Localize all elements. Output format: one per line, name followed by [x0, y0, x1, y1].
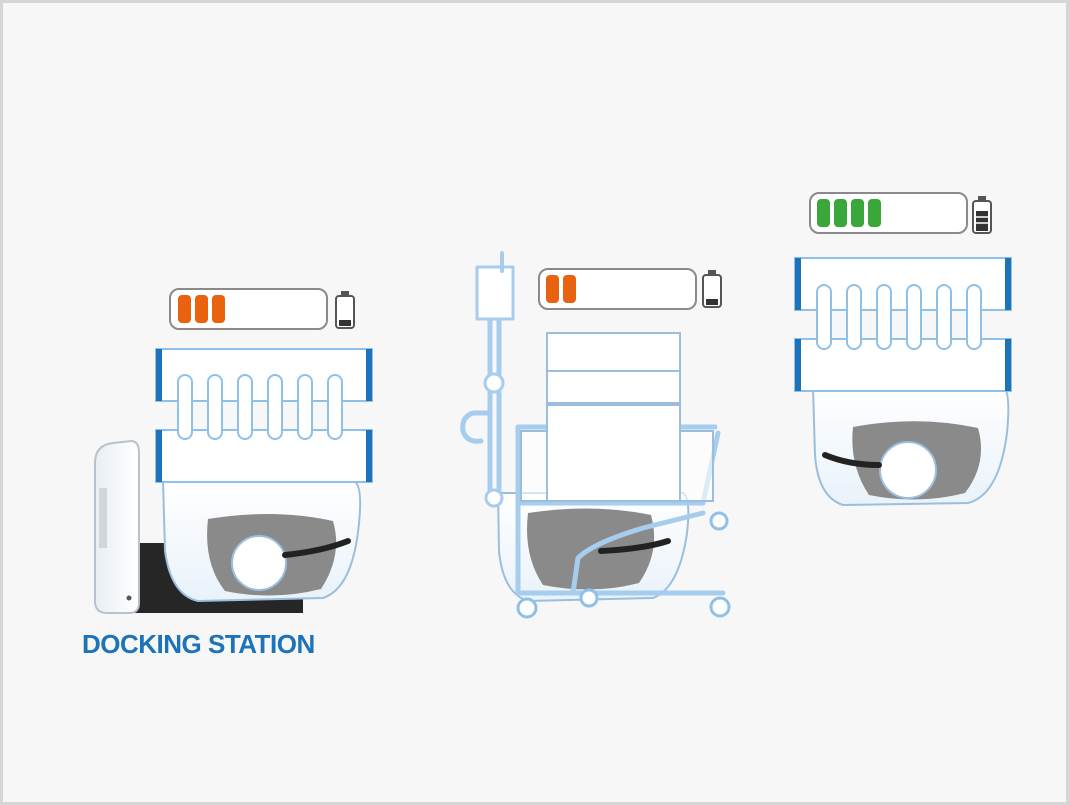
battery-bar: [851, 199, 864, 227]
robot-cart: [460, 251, 731, 619]
battery-icon: [972, 196, 992, 234]
battery-icon: [335, 291, 355, 329]
battery-bar: [178, 295, 191, 323]
battery-bar: [563, 275, 576, 303]
battery-bar: [546, 275, 559, 303]
battery-gauge-cart: [538, 268, 722, 310]
battery-bar: [834, 199, 847, 227]
docking-station-label: DOCKING STATION: [82, 629, 315, 659]
robots-illustration: [94, 192, 1012, 619]
battery-gauge-charged: [809, 192, 992, 234]
robot-charged: [794, 192, 1012, 507]
robot-docked: [94, 288, 373, 614]
battery-bar: [868, 199, 881, 227]
battery-bar: [195, 295, 208, 323]
battery-bar: [212, 295, 225, 323]
battery-bar: [817, 199, 830, 227]
battery-icon: [702, 270, 722, 308]
battery-gauge-docked: [169, 288, 355, 330]
